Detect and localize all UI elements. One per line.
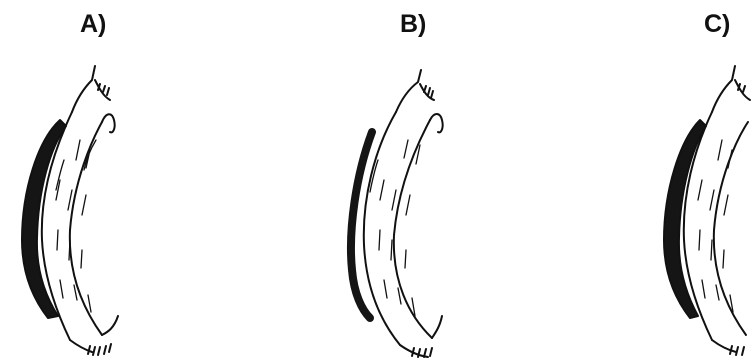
panel-c-top-fringe [712, 66, 750, 112]
panel-a-top-fringe [72, 66, 115, 132]
panel-b-top-fringe [396, 70, 443, 132]
panel-b-bottom-fringe [400, 316, 442, 357]
panel-c-outer-layer [664, 120, 706, 318]
panel-b-outer-layer [351, 132, 372, 318]
panel-b-drawing [351, 70, 443, 357]
panel-a-interior-strokes [56, 140, 96, 312]
panel-a-outer-layer [22, 120, 66, 318]
panel-c-bottom-fringe [712, 340, 744, 355]
panel-a-tissue-inner [70, 122, 102, 335]
panel-c-drawing [664, 66, 750, 355]
panel-a-drawing [22, 66, 118, 355]
